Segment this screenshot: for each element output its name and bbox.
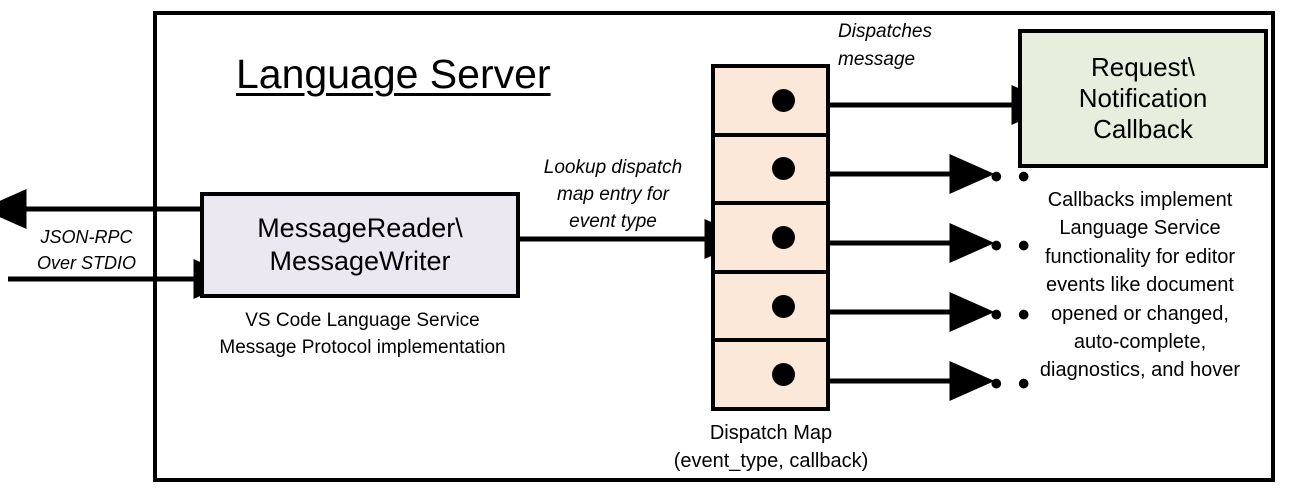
dispatches-label-line1: Dispatches: [838, 21, 932, 42]
dispatch-map-table[interactable]: [711, 64, 830, 411]
dispatch-map-row-1[interactable]: [715, 68, 826, 137]
callback-caption-line5: opened or changed,: [1051, 302, 1229, 325]
lookup-label-line3: event type: [569, 210, 657, 232]
dispatch-entry-dot-icon: [772, 88, 795, 112]
dispatch-map-row-5[interactable]: [715, 342, 826, 407]
ellipsis-row-4: • • •: [963, 296, 1033, 334]
callback-label-line1: Request\: [1090, 51, 1196, 82]
lookup-dispatch-label: Lookup dispatch map entry for event type: [518, 155, 708, 236]
dispatch-map-row-3[interactable]: [715, 205, 826, 274]
dispatch-entry-dot-icon: [772, 363, 795, 387]
message-reader-caption-line2: Message Protocol implementation: [219, 336, 506, 358]
message-reader-label-line2: MessageWriter: [269, 246, 451, 276]
dispatches-label-line2: message: [838, 48, 916, 70]
dispatch-map-caption: Dispatch Map (event_type, callback): [645, 420, 897, 475]
callback-caption-line6: auto-complete,: [1073, 330, 1207, 353]
dispatch-map-row-4[interactable]: [715, 274, 826, 343]
lookup-label-line1: Lookup dispatch: [543, 157, 683, 178]
ellipsis-row-3: • • •: [963, 227, 1033, 265]
callback-label-line2: Notification: [1078, 82, 1208, 113]
ellipsis-row-5: • • •: [963, 365, 1033, 403]
callback-caption-line7: diagnostics, and hover: [1039, 359, 1241, 382]
callback-caption-line3: functionality for editor: [1044, 245, 1236, 268]
request-notification-callback-node[interactable]: Request\ Notification Callback: [1018, 29, 1268, 168]
dispatches-message-label: Dispatches message: [838, 18, 988, 73]
message-reader-caption-line1: VS Code Language Service: [245, 310, 480, 331]
callback-caption-line4: events like document: [1046, 274, 1234, 297]
language-server-boundary: [153, 11, 1275, 482]
transport-label-line2: Over STDIO: [36, 253, 136, 274]
message-reader-caption: VS Code Language Service Message Protoco…: [190, 308, 535, 362]
transport-label-line1: JSON-RPC: [40, 227, 133, 247]
dispatch-map-caption-line1: Dispatch Map: [709, 422, 833, 444]
dispatch-entry-dot-icon: [772, 157, 795, 181]
callback-caption-line1: Callbacks implement: [1047, 189, 1233, 211]
diagram-title: Language Server: [236, 51, 551, 97]
message-reader-label-line1: MessageReader\: [257, 213, 463, 244]
dispatch-entry-dot-icon: [772, 294, 795, 318]
dispatch-map-caption-line2: (event_type, callback): [673, 449, 869, 472]
callback-caption-line2: Language Service: [1059, 217, 1221, 240]
message-reader-writer-node[interactable]: MessageReader\ MessageWriter: [200, 192, 520, 298]
callback-caption: Callbacks implement Language Service fun…: [1000, 186, 1280, 385]
transport-label: JSON-RPC Over STDIO: [24, 224, 149, 276]
dispatch-entry-dot-icon: [772, 225, 795, 249]
dispatch-map-row-2[interactable]: [715, 137, 826, 206]
callback-label-line3: Callback: [1093, 114, 1193, 145]
lookup-label-line2: map entry for: [557, 183, 669, 205]
